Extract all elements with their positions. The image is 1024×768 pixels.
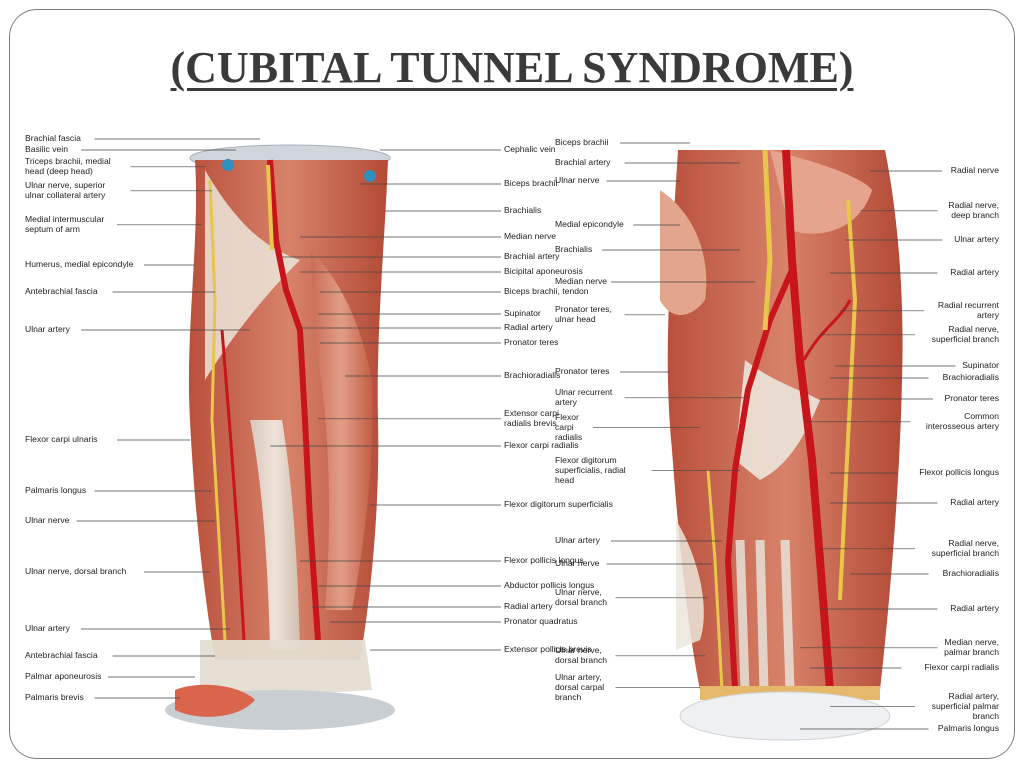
right-figure-label-radial-artery: Radial artery <box>950 267 999 277</box>
right-figure-label-fpl: Flexor pollicis longus <box>919 467 999 477</box>
left-figure-label-flexor-carpi-radialis: Flexor carpi radialis <box>504 440 579 450</box>
right-figure-label-pronator-teres: Pronator teres <box>555 366 610 376</box>
right-figure-label-radial-nerve-superficial-2: Radial nerve,superficial branch <box>931 538 999 558</box>
right-figure-label-ulnar-nerve-dorsal-2: Ulnar nerve,dorsal branch <box>555 645 608 665</box>
left-figure-label-antebrachial-fascia-lower: Antebrachial fascia <box>25 650 98 660</box>
right-figure-label-ulnar-nerve: Ulnar nerve <box>555 175 600 185</box>
right-figure-label-flexor-carpi-radialis: Flexor carpi radialis <box>924 662 999 672</box>
right-figure-label-ulnar-artery: Ulnar artery <box>954 234 999 244</box>
right-figure-label-brachialis: Brachialis <box>555 244 593 254</box>
left-figure-label-bicipital-aponeurosis: Bicipital aponeurosis <box>504 266 583 276</box>
left-figure-label-ulnar-nerve-dorsal-branch: Ulnar nerve, dorsal branch <box>25 566 127 576</box>
left-figure-label-humerus-medial-epicondyle: Humerus, medial epicondyle <box>25 259 134 269</box>
left-figure-label-antebrachial-fascia-upper: Antebrachial fascia <box>25 286 98 296</box>
right-figure-label-brachioradialis: Brachioradialis <box>942 372 999 382</box>
left-figure-label-biceps-brachii: Biceps brachii <box>504 178 558 188</box>
right-figure-label-brachioradialis-2: Brachioradialis <box>942 568 999 578</box>
left-figure-label-palmaris-longus: Palmaris longus <box>25 485 87 495</box>
left-figure-label-radial-artery-lower: Radial artery <box>504 601 553 611</box>
right-figure-label-median-nerve: Median nerve <box>555 276 608 286</box>
right-figure-label-median-nerve-palmar: Median nerve,palmar branch <box>944 637 999 657</box>
right-figure-label-pronator-teres-ulnar-head: Pronator teres,ulnar head <box>555 304 612 324</box>
left-figure-label-brachioradialis: Brachioradialis <box>504 370 561 380</box>
left-figure-label-cephalic-vein: Cephalic vein <box>504 144 556 154</box>
right-figure-label-medial-epicondyle: Medial epicondyle <box>555 219 624 229</box>
right-figure-label-brachial-artery: Brachial artery <box>555 157 611 167</box>
left-figure-label-flexor-carpi-ulnaris: Flexor carpi ulnaris <box>25 434 98 444</box>
right-forearm-figure <box>660 149 903 741</box>
left-figure-label-brachial-fascia: Brachial fascia <box>25 133 81 143</box>
right-figure-label-ulnar-nerve-dorsal-1: Ulnar nerve,dorsal branch <box>555 587 608 607</box>
left-figure-label-brachialis: Brachialis <box>504 205 542 215</box>
left-figure-label-epb: Extensor pollicis brevis <box>504 644 592 654</box>
right-figure-label-ulnar-artery: Ulnar artery <box>555 535 600 545</box>
left-figure-label-ulnar-artery: Ulnar artery <box>25 324 70 334</box>
left-figure-label-median-nerve: Median nerve <box>504 231 557 241</box>
left-figure-label-radial-artery: Radial artery <box>504 322 553 332</box>
right-figure-label-radial-nerve-superficial: Radial nerve,superficial branch <box>931 324 999 344</box>
right-figure-label-palmaris-longus: Palmaris longus <box>937 723 999 733</box>
left-figure-label-fpl: Flexor pollicis longus <box>504 555 584 565</box>
left-figure-label-biceps-tendon: Biceps brachii, tendon <box>504 286 589 296</box>
left-figure-label-supinator: Supinator <box>504 308 541 318</box>
right-figure-label-biceps-brachii: Biceps brachii <box>555 137 609 147</box>
left-figure-label-ulnar-artery-lower: Ulnar artery <box>25 623 70 633</box>
left-figure-label-palmaris-brevis: Palmaris brevis <box>25 692 84 702</box>
left-figure-label-pronator-teres: Pronator teres <box>504 337 559 347</box>
left-figure-label-fds: Flexor digitorum superficialis <box>504 499 613 509</box>
left-figure-label-apl: Abductor pollicis longus <box>504 580 595 590</box>
right-figure-label-radial-nerve: Radial nerve <box>950 165 999 175</box>
left-figure-label-basilic-vein: Basilic vein <box>25 144 68 154</box>
right-figure-label-pronator-teres: Pronator teres <box>944 393 999 403</box>
right-figure-label-supinator: Supinator <box>962 360 999 370</box>
left-figure-label-pronator-quadratus: Pronator quadratus <box>504 616 578 626</box>
left-figure-label-ulnar-nerve: Ulnar nerve <box>25 515 70 525</box>
left-forearm-figure <box>165 144 395 730</box>
leader-lines <box>76 138 956 730</box>
left-figure-label-palmar-aponeurosis: Palmar aponeurosis <box>25 671 102 681</box>
right-figure-label-radial-artery-2: Radial artery <box>950 497 999 507</box>
right-figure-label-radial-artery-3: Radial artery <box>950 603 999 613</box>
right-figure-label-ulnar-nerve-lower: Ulnar nerve <box>555 558 600 568</box>
right-figure-label-radial-nerve-deep: Radial nerve,deep branch <box>948 200 999 220</box>
left-figure-label-brachial-artery: Brachial artery <box>504 251 560 261</box>
slide-title: (CUBITAL TUNNEL SYNDROME) <box>170 43 854 92</box>
